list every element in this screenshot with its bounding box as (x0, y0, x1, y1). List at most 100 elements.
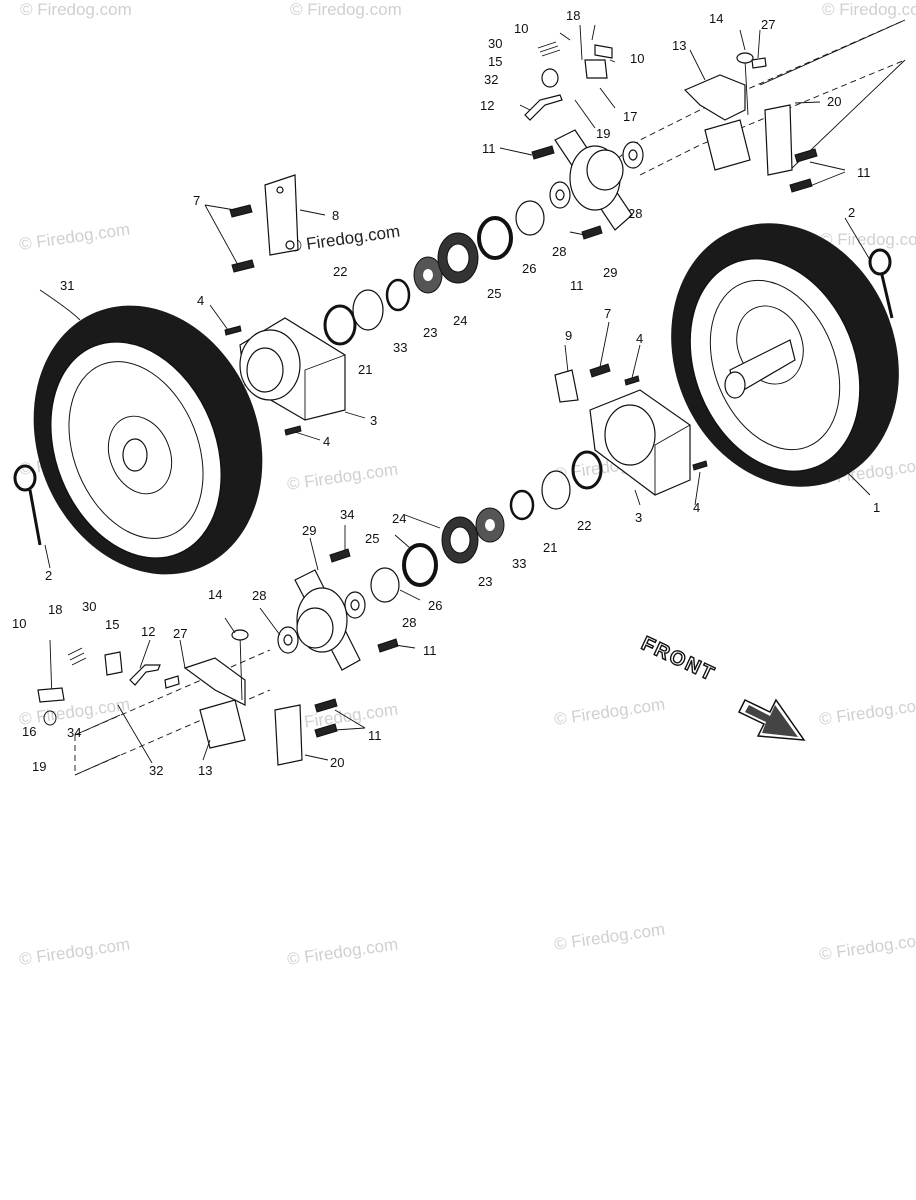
watermark: © Firedog.com (18, 935, 131, 969)
callout-33-lower: 33 (512, 556, 526, 571)
callout-19-lower: 19 (32, 759, 46, 774)
callout-28-upper-a: 28 (552, 244, 566, 259)
callout-3-right: 3 (635, 510, 642, 525)
callout-28-lower-a: 28 (402, 615, 416, 630)
lynch-pin-right (868, 248, 894, 319)
linkage-upper (524, 24, 793, 176)
callout-20-upper: 20 (827, 94, 841, 109)
callout-16: 16 (22, 724, 36, 739)
watermark: © Firedog.com (18, 220, 131, 254)
callout-15-lower: 15 (105, 617, 119, 632)
callout-20-lower: 20 (330, 755, 344, 770)
callout-3-left: 3 (370, 413, 377, 428)
callout-23-lower: 23 (478, 574, 492, 589)
front-label: FRONT (638, 633, 719, 686)
callout-18-lower: 18 (48, 602, 62, 617)
watermark: © Firedog.com (290, 0, 402, 19)
callout-34-lower-right: 34 (340, 507, 354, 522)
lynch-pin-left (13, 464, 42, 546)
watermark-main: © Firedog.com (288, 222, 401, 256)
callout-24-upper: 24 (453, 313, 467, 328)
callout-23-upper: 23 (423, 325, 437, 340)
callout-11-lower-b: 11 (368, 728, 382, 743)
callout-34-lower-left: 34 (67, 725, 81, 740)
callout-11-upper-c: 11 (857, 165, 871, 180)
leader-lines (44, 24, 871, 764)
bracket-8 (264, 174, 299, 256)
watermark: © Firedog.com (820, 230, 916, 249)
watermark: © Firedog.com (20, 0, 132, 19)
callout-25-lower: 25 (365, 531, 379, 546)
callout-8: 8 (332, 208, 339, 223)
callout-17: 17 (623, 109, 637, 124)
callout-2-left: 2 (45, 568, 52, 583)
watermark: © Firedog.com (818, 695, 916, 729)
callout-33-upper: 33 (393, 340, 407, 355)
axle-tube-upper (609, 19, 906, 176)
plate-29-lower (277, 569, 361, 671)
watermark: © Firedog.com (553, 920, 666, 954)
callout-4-b: 4 (323, 434, 330, 449)
callout-29-upper: 29 (603, 265, 617, 280)
gear-train-lower (344, 450, 603, 619)
callout-10-upper-b: 10 (630, 51, 644, 66)
axle-tube-lower (74, 649, 271, 776)
callout-22-upper: 22 (333, 264, 347, 279)
callout-13-upper: 13 (672, 38, 686, 53)
callout-10-lower: 10 (12, 616, 26, 631)
gear-housing-right (589, 389, 691, 496)
gear-housing-left (239, 317, 346, 421)
callout-15-upper: 15 (488, 54, 502, 69)
front-indicator: FRONT (637, 632, 806, 741)
callout-27-lower: 27 (173, 626, 187, 641)
callout-29-lower: 29 (302, 523, 316, 538)
callout-4-a: 4 (197, 293, 204, 308)
callout-22-lower: 22 (577, 518, 591, 533)
callout-24-lower: 24 (392, 511, 406, 526)
watermark: © Firedog.com (822, 0, 916, 19)
watermark: © Firedog.com (553, 695, 666, 729)
callout-26-lower: 26 (428, 598, 442, 613)
callout-13-lower: 13 (198, 763, 212, 778)
callout-21-lower: 21 (543, 540, 557, 555)
left-wheel (33, 289, 263, 575)
callout-11-upper-a: 11 (570, 278, 584, 293)
callout-25-upper: 25 (487, 286, 501, 301)
callout-32-upper: 32 (484, 72, 498, 87)
callout-18-upper: 18 (566, 8, 580, 23)
watermark: © Firedog.com (286, 700, 399, 734)
callout-1: 1 (873, 500, 880, 515)
callout-10-upper-a: 10 (514, 21, 528, 36)
callout-32-lower: 32 (149, 763, 163, 778)
plate-29-upper (554, 129, 644, 231)
callout-2-right: 2 (848, 205, 855, 220)
bolts (224, 145, 818, 738)
callout-14-lower: 14 (208, 587, 222, 602)
watermark: © Firedog.com (286, 460, 399, 494)
callout-4-c: 4 (636, 331, 643, 346)
linkage-lower (37, 629, 303, 766)
callout-9: 9 (565, 328, 572, 343)
callout-21-upper: 21 (358, 362, 372, 377)
callout-7-upper: 7 (193, 193, 200, 208)
watermark: © Firedog.com (818, 930, 916, 964)
callout-31: 31 (60, 278, 74, 293)
callout-4-d: 4 (693, 500, 700, 515)
callout-28-lower-b: 28 (252, 588, 266, 603)
bracket-9 (554, 369, 579, 403)
callout-28-upper-b: 28 (628, 206, 642, 221)
right-wheel (671, 223, 899, 487)
callout-19-upper: 19 (596, 126, 610, 141)
callout-11-upper-b: 11 (482, 141, 496, 156)
callout-26-upper: 26 (522, 261, 536, 276)
callout-11-lower-a: 11 (423, 643, 437, 658)
callout-30-upper: 30 (488, 36, 502, 51)
gear-train-upper (323, 181, 571, 346)
callout-12-upper: 12 (480, 98, 494, 113)
callout-12-lower: 12 (141, 624, 155, 639)
callout-30-lower: 30 (82, 599, 96, 614)
watermark: © Firedog.com (286, 935, 399, 969)
callouts: 31 2 1 2 7 8 4 3 4 22 21 33 23 24 25 26 … (12, 8, 880, 778)
callout-27-upper: 27 (761, 17, 775, 32)
